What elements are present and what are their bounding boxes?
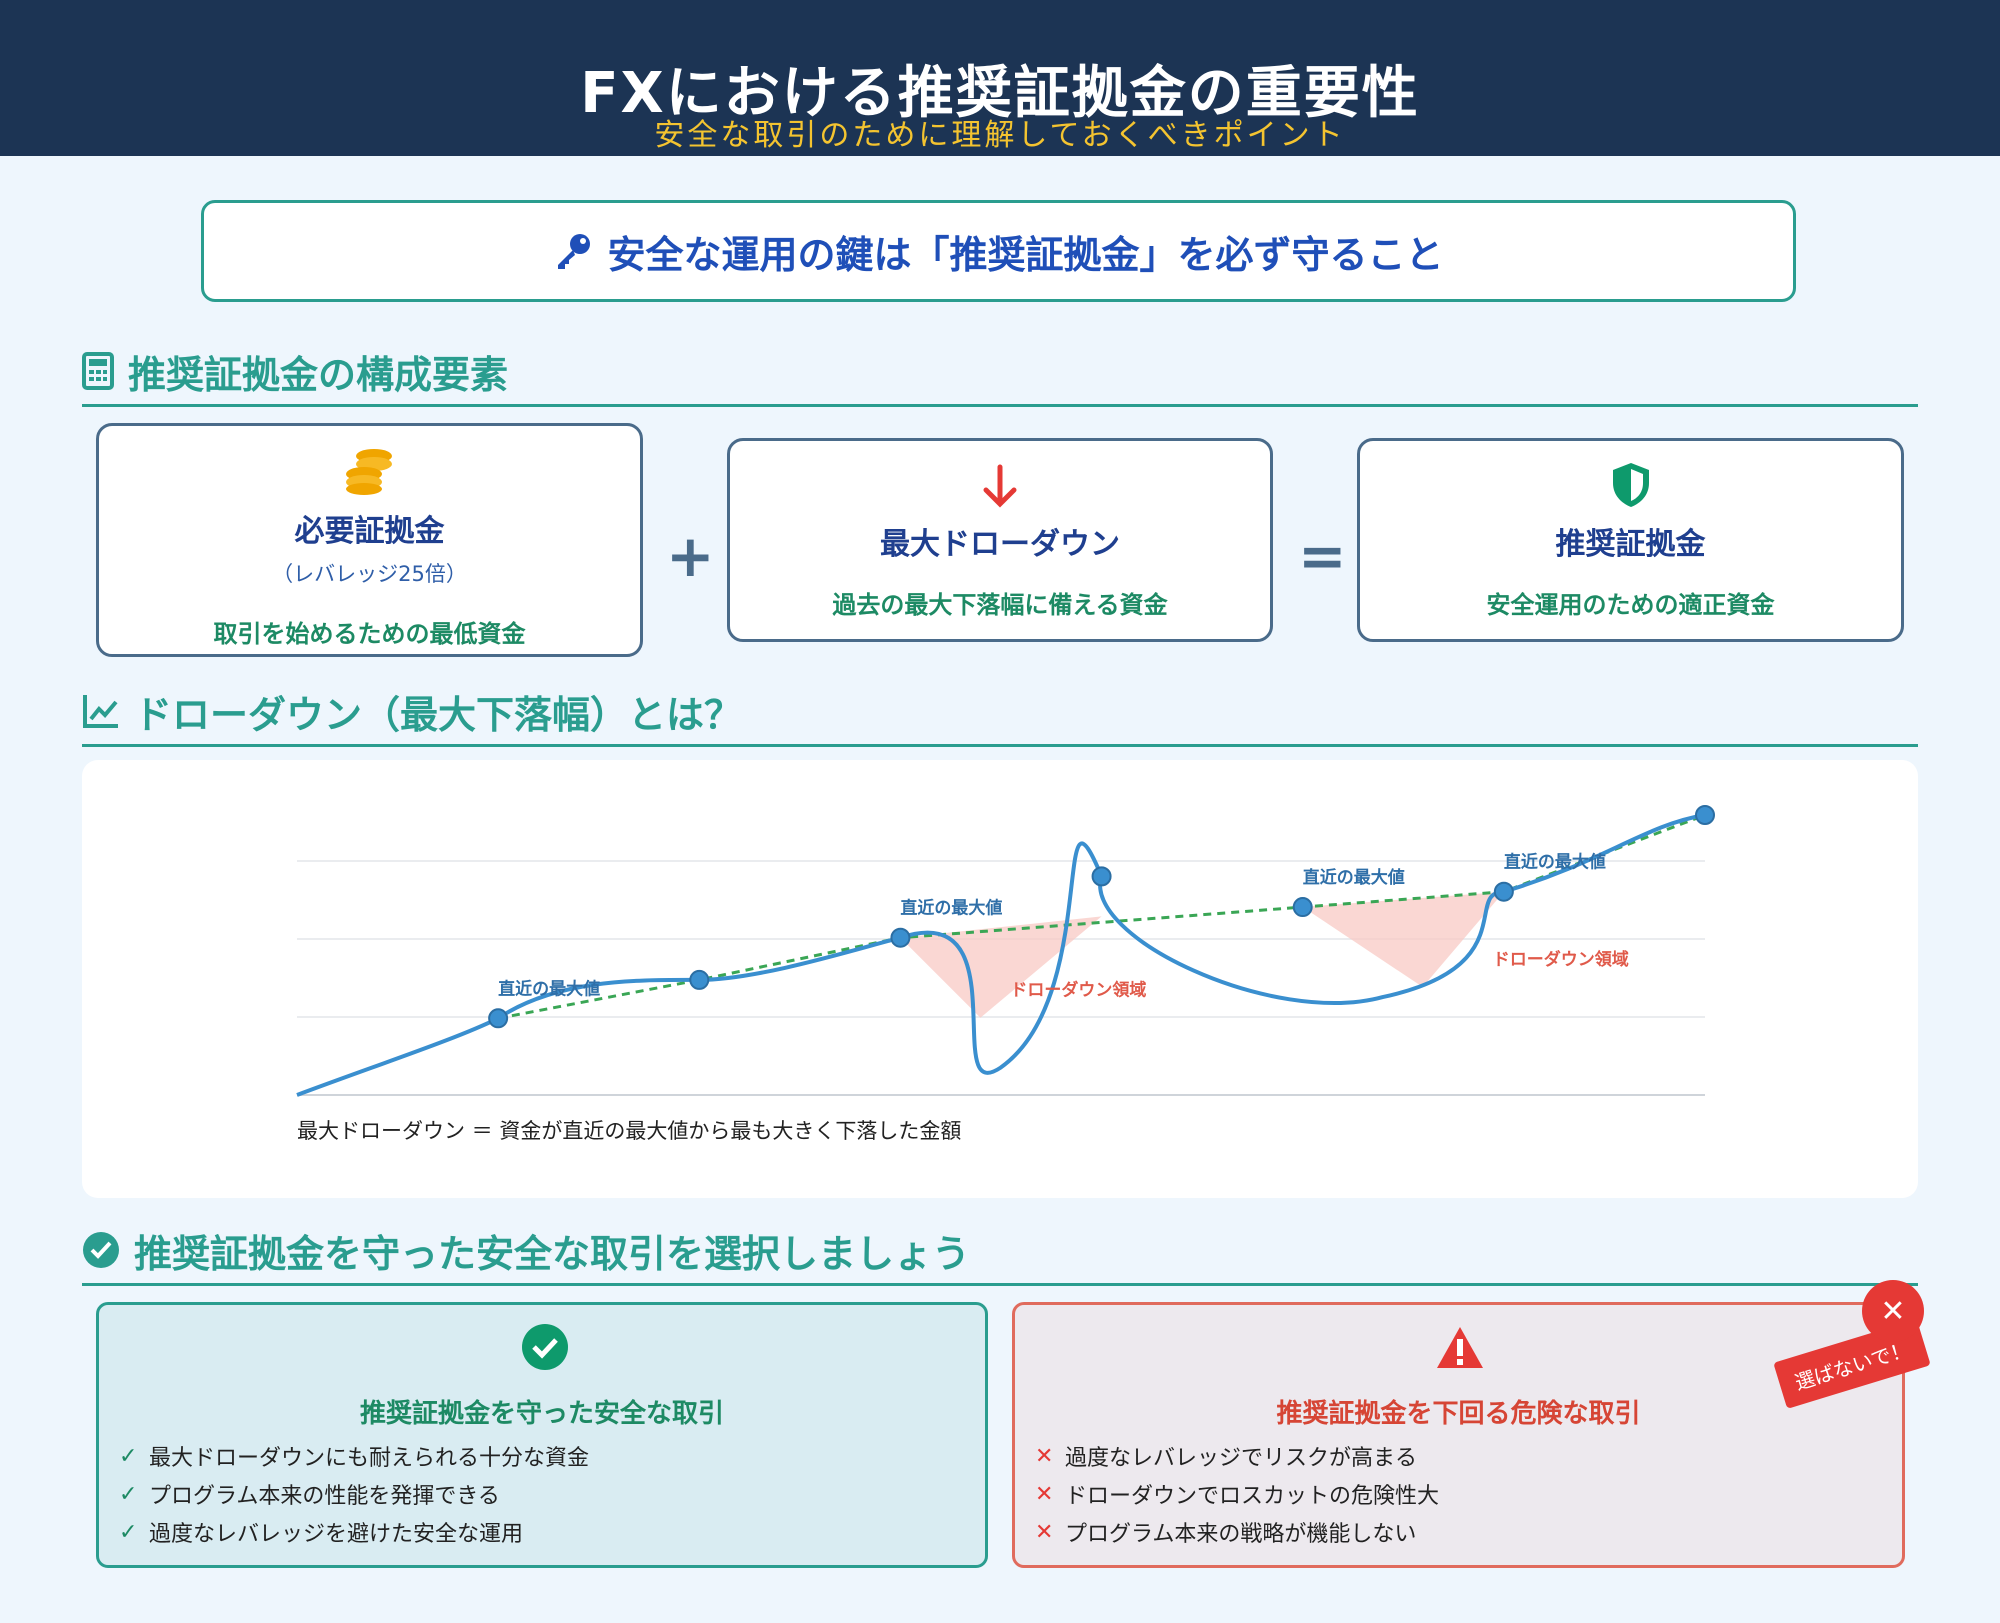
key-icon <box>558 234 591 269</box>
drawdown-area <box>1302 891 1504 988</box>
component-card-recommended-margin: 推奨証拠金 安全運用のための適正資金 <box>1357 438 1904 642</box>
list-item: ✓最大ドローダウンにも耐えられる十分な資金 <box>119 1443 590 1472</box>
chart-caption: 最大ドローダウン ＝ 資金が直近の最大値から最も大きく下落した金額 <box>297 1119 961 1143</box>
component-desc: 安全運用のための適正資金 <box>1486 591 1775 619</box>
component-card-required-margin: 必要証拠金 （レバレッジ25倍） 取引を始めるための最低資金 <box>96 423 643 657</box>
close-circle-icon: ✕ <box>1862 1280 1924 1342</box>
safe-trading-card: 推奨証拠金を守った安全な取引 ✓最大ドローダウンにも耐えられる十分な資金 ✓プロ… <box>96 1302 988 1568</box>
section-components: 推奨証拠金の構成要素 <box>82 338 1918 407</box>
check-icon: ✓ <box>119 1519 138 1545</box>
data-point <box>1695 805 1715 825</box>
list-item: ✕過度なレバレッジでリスクが高まる <box>1035 1443 1418 1472</box>
safe-trading-list: ✓最大ドローダウンにも耐えられる十分な資金 ✓プログラム本来の性能を発揮できる … <box>119 1437 589 1551</box>
peak-label: 直近の最大値 <box>1504 852 1606 873</box>
drawdown-chart: 直近の最大値直近の最大値直近の最大値直近の最大値ドローダウン領域ドローダウン領域… <box>296 805 1715 1143</box>
cross-icon: ✕ <box>1035 1481 1054 1507</box>
drawdown-chart-panel: 直近の最大値直近の最大値直近の最大値直近の最大値ドローダウン領域ドローダウン領域… <box>82 760 1918 1198</box>
risky-trading-card: 推奨証拠金を下回る危険な取引 ✕過度なレバレッジでリスクが高まる ✕ドローダウン… <box>1012 1302 1905 1568</box>
section-title: 推奨証拠金の構成要素 <box>128 352 509 397</box>
component-sub: （レバレッジ25倍） <box>272 562 467 586</box>
key-message-box: 安全な運用の鍵は「推奨証拠金」を必ず守ること <box>201 200 1796 302</box>
key-message-text: 安全な運用の鍵は「推奨証拠金」を必ず守ること <box>607 232 1444 277</box>
component-name: 必要証拠金 <box>294 514 445 549</box>
section-title: 推奨証拠金を守った安全な取引を選択しましょう <box>134 1231 971 1276</box>
data-point <box>1493 881 1514 902</box>
data-point <box>1091 866 1112 887</box>
page-title: FXにおける推奨証拠金の重要性 <box>580 61 1420 126</box>
peak-label: 直近の最大値 <box>498 978 600 999</box>
section-title: ドローダウン（最大下落幅）とは？ <box>134 692 743 737</box>
chart-line-icon <box>83 695 118 728</box>
list-item: ✓プログラム本来の性能を発揮できる <box>119 1481 500 1510</box>
section-choose: 推奨証拠金を守った安全な取引を選択しましょう <box>82 1217 1918 1286</box>
coins-icon <box>345 449 392 495</box>
calculator-icon <box>82 352 114 390</box>
shield-icon <box>1612 463 1649 507</box>
component-name: 推奨証拠金 <box>1555 527 1706 562</box>
component-desc: 取引を始めるための最低資金 <box>213 620 526 648</box>
data-point <box>1292 897 1313 918</box>
component-desc: 過去の最大下落幅に備える資金 <box>832 591 1168 619</box>
equals-operator: = <box>1298 522 1347 590</box>
peak-label: 直近の最大値 <box>900 898 1002 919</box>
drawdown-label: ドローダウン領域 <box>1010 980 1146 1001</box>
data-point <box>488 1008 509 1029</box>
component-card-max-drawdown: 最大ドローダウン 過去の最大下落幅に備える資金 <box>727 438 1273 642</box>
component-name: 最大ドローダウン <box>880 527 1120 562</box>
data-point <box>689 969 710 990</box>
risky-trading-title: 推奨証拠金を下回る危険な取引 <box>1276 1399 1641 1429</box>
page-subtitle: 安全な取引のために理解しておくべきポイント <box>654 118 1346 153</box>
plus-operator: + <box>666 522 715 590</box>
check-circle-icon <box>83 1232 119 1268</box>
safe-trading-title: 推奨証拠金を守った安全な取引 <box>359 1399 724 1429</box>
check-icon: ✓ <box>119 1481 138 1507</box>
list-item: ✕プログラム本来の戦略が機能しない <box>1035 1519 1417 1548</box>
section-drawdown: ドローダウン（最大下落幅）とは？ <box>82 678 1918 747</box>
peak-label: 直近の最大値 <box>1303 867 1405 888</box>
drawdown-label: ドローダウン領域 <box>1493 949 1629 970</box>
arrow-down-icon <box>983 464 1017 508</box>
page-header: FXにおける推奨証拠金の重要性 安全な取引のために理解しておくべきポイント <box>0 0 2000 156</box>
list-item: ✕ドローダウンでロスカットの危険性大 <box>1035 1481 1440 1510</box>
list-item: ✓過度なレバレッジを避けた安全な運用 <box>119 1519 524 1548</box>
check-circle-icon <box>522 1324 568 1370</box>
check-icon: ✓ <box>119 1443 138 1469</box>
risky-trading-list: ✕過度なレバレッジでリスクが高まる ✕ドローダウンでロスカットの危険性大 ✕プロ… <box>1035 1437 1439 1551</box>
equity-curve <box>296 813 1706 1097</box>
cross-icon: ✕ <box>1035 1443 1054 1469</box>
warning-icon <box>1437 1327 1483 1368</box>
cross-icon: ✕ <box>1035 1519 1054 1545</box>
data-point <box>890 927 911 948</box>
